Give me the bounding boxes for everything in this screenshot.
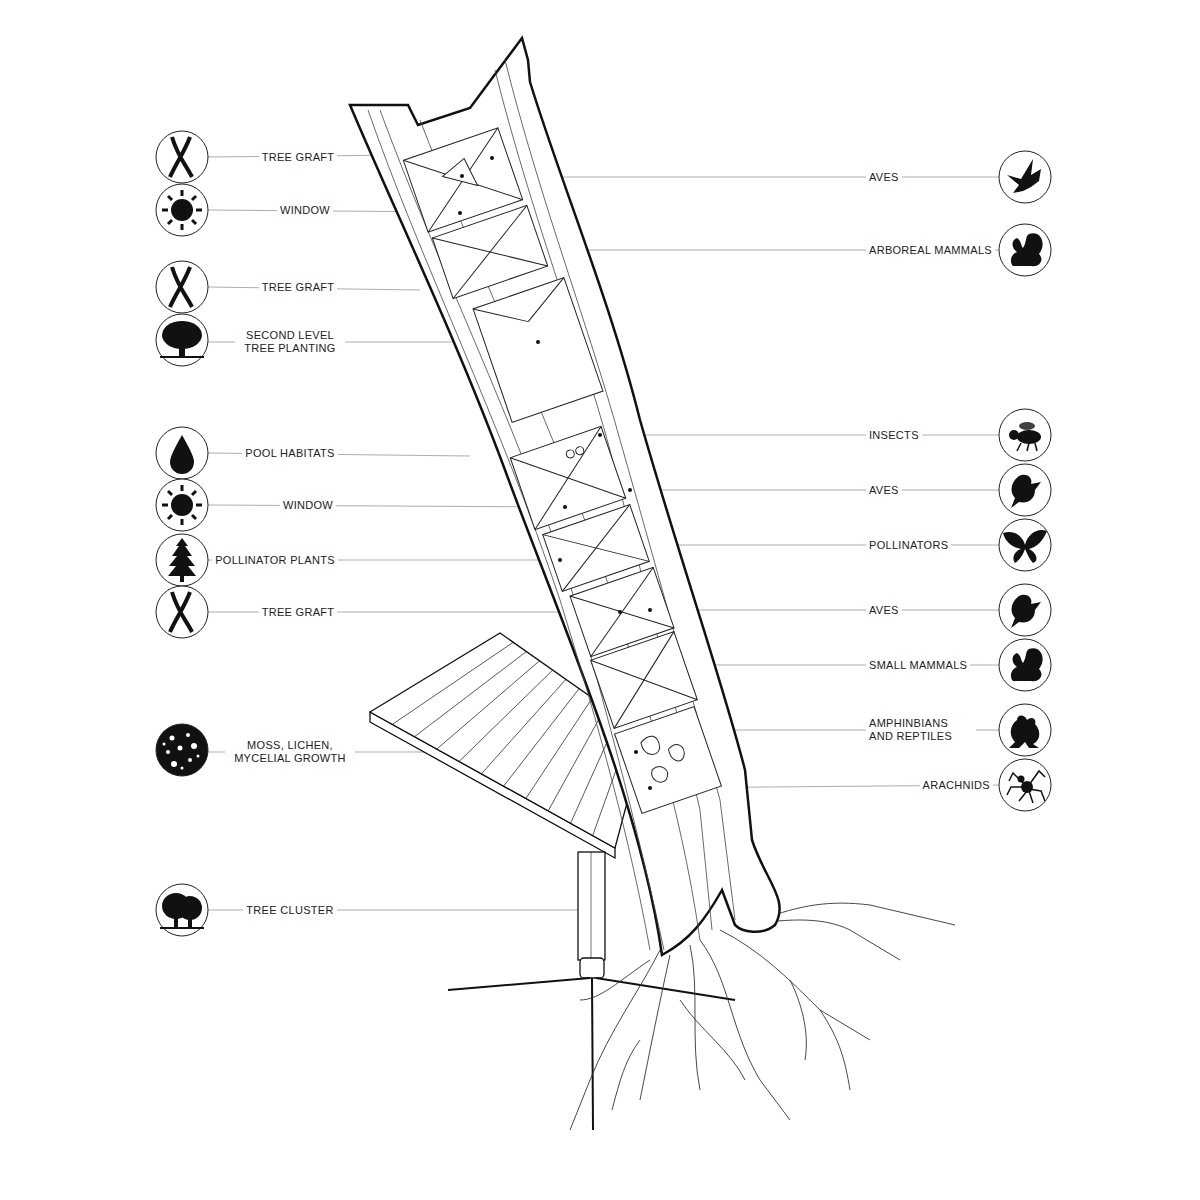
tower [350,38,780,955]
callout-label: AVES [866,604,902,617]
callout-label: AVES [866,171,902,184]
callout-label: SMALL MAMMALS [866,659,970,672]
callout-label: ARBOREAL MAMMALS [866,244,995,257]
callout-label: SECOND LEVEL TREE PLANTING [235,329,345,355]
callout-label: POLLINATOR PLANTS [212,554,338,567]
roots [570,903,955,1130]
icons-left [156,131,208,936]
callout-label: AMPHINBIANS AND REPTILES [866,717,976,743]
callout-label: INSECTS [866,429,922,442]
callout-label: TREE GRAFT [259,606,338,619]
callout-label: POOL HABITATS [242,447,337,460]
callout-label: WINDOW [277,204,333,217]
leader-lines [208,155,999,910]
callout-label: TREE CLUSTER [243,904,336,917]
callout-label: TREE GRAFT [259,151,338,164]
callout-label: TREE GRAFT [259,281,338,294]
callout-label: WINDOW [280,499,336,512]
callout-label: ARACHNIDS [920,779,994,792]
callout-label: POLLINATORS [866,539,951,552]
callout-label: MOSS, LICHEN, MYCELIAL GROWTH [225,739,355,765]
icons-right [999,151,1051,811]
callout-label: AVES [866,484,902,497]
